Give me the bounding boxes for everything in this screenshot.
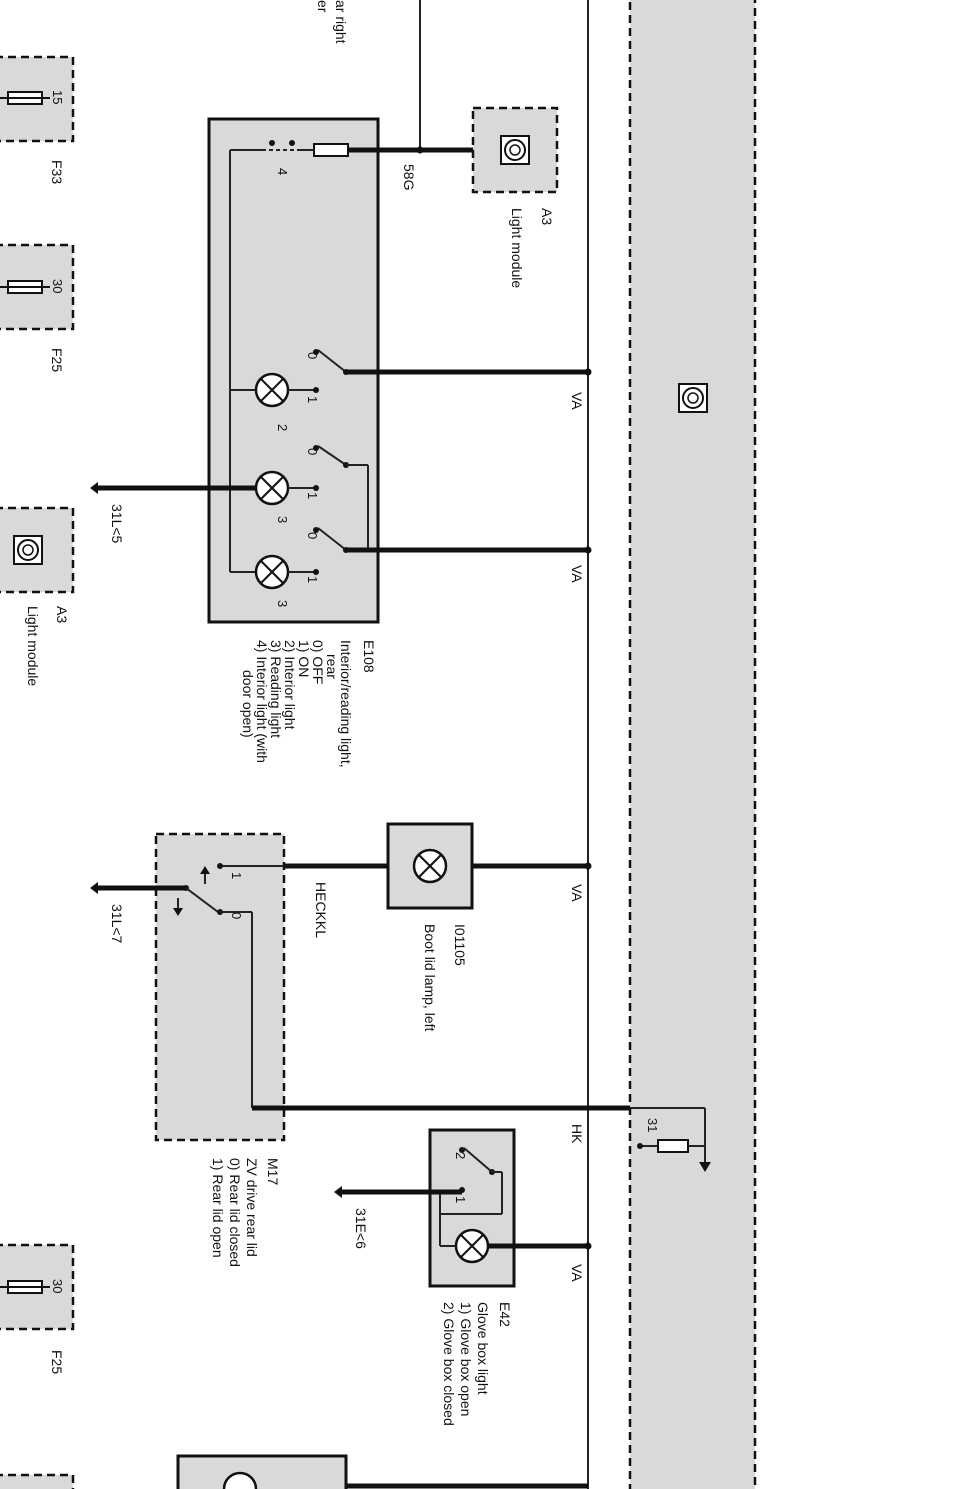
fuse-f33-pin: 15 bbox=[50, 90, 65, 104]
fuse-f25-a-id: F25 bbox=[49, 348, 65, 372]
wire-label-31l7: 31L<7 bbox=[109, 904, 125, 944]
ground-icon bbox=[334, 1186, 342, 1198]
e108-pin-3b: 3 bbox=[275, 600, 290, 607]
fuse-f25-b-id: F25 bbox=[49, 1350, 65, 1374]
ground-icon bbox=[90, 882, 98, 894]
i01105-id: I01105 bbox=[452, 924, 468, 966]
m17-pin-0: 0 bbox=[229, 912, 244, 919]
fuse-icon bbox=[0, 1280, 50, 1294]
wire-label-31l5: 31L<5 bbox=[109, 504, 125, 544]
fuse-f33: 15 F33 bbox=[0, 55, 75, 184]
e42-desc-2: 2) Glove box closed bbox=[441, 1302, 457, 1426]
partial-lamp-box-bottom bbox=[176, 1454, 588, 1489]
fuse-f25-b-pin: 30 bbox=[50, 1279, 65, 1293]
e42-glove-box-light: 2 1 E42 Glove box light 1) Glove box ope… bbox=[340, 1128, 592, 1426]
e42-desc-1: 1) Glove box open bbox=[458, 1302, 474, 1416]
a3-top-module: A3 Light module bbox=[471, 106, 559, 288]
e42-id: E42 bbox=[497, 1302, 513, 1327]
junction-node bbox=[584, 368, 592, 376]
lamp-icon bbox=[454, 1228, 490, 1264]
e108-desc-7: door open) bbox=[240, 670, 256, 738]
lamp-icon bbox=[254, 554, 290, 590]
light-module-icon bbox=[13, 535, 43, 565]
e42-pin-1: 1 bbox=[453, 1196, 468, 1203]
switch-icon bbox=[288, 349, 588, 393]
m17-desc-2: 1) Rear lid open bbox=[210, 1158, 226, 1258]
partial-box-bottom-left bbox=[0, 1473, 75, 1489]
fuse-icon bbox=[300, 143, 420, 157]
a3-top-name: Light module bbox=[509, 208, 525, 288]
light-module-strip bbox=[628, 0, 757, 1489]
e108-id: E108 bbox=[361, 640, 377, 673]
switch-icon bbox=[288, 527, 588, 575]
wire-label-31: 31 bbox=[645, 1118, 660, 1132]
lamp-icon bbox=[254, 372, 290, 408]
ground-icon bbox=[90, 482, 98, 494]
m17-tag: HECKKL bbox=[313, 882, 329, 938]
ground-31l5: 31L<5 bbox=[90, 482, 209, 544]
e108-pin-0a: 0 bbox=[305, 352, 320, 359]
i01105-boot-lid-lamp: I01105 Boot lid lamp, left bbox=[284, 822, 592, 1031]
fuse-icon bbox=[0, 280, 50, 294]
e108-desc-0: Interior/reading light, bbox=[338, 640, 354, 768]
e108-desc-4: 2) Interior light bbox=[282, 640, 298, 730]
wire-label-31e6: 31E<6 bbox=[353, 1208, 369, 1249]
i01105-name: Boot lid lamp, left bbox=[422, 924, 438, 1031]
wire-label-va-3: VA bbox=[569, 884, 585, 902]
wire-label-va-1: VA bbox=[569, 392, 585, 410]
ground-31e6: 31E<6 bbox=[334, 1186, 369, 1249]
light-module-icon bbox=[500, 135, 530, 165]
top-label-1: ar right bbox=[333, 0, 349, 44]
switch-icon bbox=[288, 445, 369, 550]
top-label-2: er bbox=[315, 0, 331, 13]
a3-left-module: A3 Light module bbox=[0, 506, 75, 686]
e108-pin-0c: 0 bbox=[305, 532, 320, 539]
switch-icon bbox=[262, 140, 300, 151]
light-module-ground-31: 31 bbox=[630, 1107, 711, 1172]
fuse-f25-a: 30 F25 bbox=[0, 243, 75, 372]
wire-label-hk: HK bbox=[569, 1124, 585, 1144]
wire-label-58g: 58G bbox=[401, 164, 417, 190]
lamp-icon bbox=[254, 470, 290, 506]
a3-top-id: A3 bbox=[539, 208, 555, 225]
e42-pin-2: 2 bbox=[453, 1152, 468, 1159]
fuse-icon bbox=[0, 91, 50, 105]
e108-interior-light: 4 0 1 2 0 1 3 0 1 3 E108 Interior/readin… bbox=[207, 117, 588, 768]
light-module-icon bbox=[678, 383, 708, 413]
switch-icon bbox=[440, 1147, 503, 1215]
m17-pin-1: 1 bbox=[229, 872, 244, 879]
fuse-f33-id: F33 bbox=[49, 160, 65, 184]
lamp-icon bbox=[412, 848, 448, 884]
e108-desc-6: 4) Interior light (with bbox=[254, 640, 270, 763]
e108-pin-1b: 1 bbox=[305, 492, 320, 499]
fuse-icon bbox=[657, 1139, 689, 1153]
e108-pin-0b: 0 bbox=[305, 448, 320, 455]
ground-31l7: 31L<7 bbox=[90, 882, 125, 944]
e42-desc-0: Glove box light bbox=[475, 1302, 491, 1395]
a3-left-id: A3 bbox=[54, 606, 70, 623]
wire-label-va-2: VA bbox=[569, 565, 585, 583]
junction-node bbox=[584, 546, 592, 554]
e108-pin-1c: 1 bbox=[305, 576, 320, 583]
m17-desc-1: 0) Rear lid closed bbox=[227, 1158, 243, 1267]
wire-label-va-4: VA bbox=[569, 1264, 585, 1282]
ground-icon bbox=[699, 1162, 711, 1172]
e108-desc-5: 3) Reading light bbox=[268, 640, 284, 738]
m17-zv-drive: 1 0 HECKKL M17 ZV drive rear lid 0) Rear… bbox=[96, 832, 630, 1267]
e108-pin-4: 4 bbox=[275, 168, 290, 175]
e108-desc-3: 1) ON bbox=[296, 640, 312, 677]
e108-pin-2: 2 bbox=[275, 424, 290, 431]
e108-pin-3a: 3 bbox=[275, 516, 290, 523]
a3-left-name: Light module bbox=[25, 606, 41, 686]
e108-desc-1: rear bbox=[324, 654, 340, 679]
e108-pin-1a: 1 bbox=[305, 396, 320, 403]
m17-id: M17 bbox=[265, 1158, 281, 1185]
fuse-f25-a-pin: 30 bbox=[50, 279, 65, 293]
e108-desc-2: 0) OFF bbox=[310, 640, 326, 684]
lamp-icon bbox=[222, 1471, 258, 1489]
fuse-f25-b: 30 F25 bbox=[0, 1243, 75, 1374]
m17-desc-0: ZV drive rear lid bbox=[244, 1158, 260, 1257]
